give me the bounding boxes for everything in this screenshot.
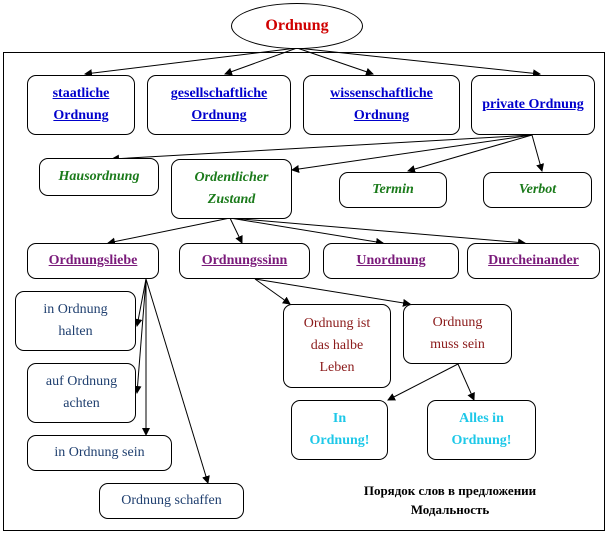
verbot-label: Verbot bbox=[518, 182, 557, 198]
in-ordnung-halten-label: in Ordnung halten bbox=[43, 302, 108, 339]
root-node: Ordnung bbox=[231, 3, 363, 49]
node-halbe-leben: Ordnung ist das halbe Leben bbox=[283, 304, 391, 388]
arrow-zustand-ordnungsliebe bbox=[107, 217, 231, 246]
node-in-ordnung-exclaim: In Ordnung! bbox=[291, 400, 388, 460]
node-hausordnung: Hausordnung bbox=[39, 158, 159, 196]
caption-line-2: Модальность bbox=[410, 501, 490, 517]
ordnungsliebe-link[interactable]: Ordnungsliebe bbox=[48, 253, 138, 269]
hausordnung-label: Hausordnung bbox=[58, 169, 140, 185]
arrow-root-staatliche bbox=[84, 47, 298, 78]
arrow-muss-in bbox=[387, 363, 459, 401]
arrow-zustand-unordnung bbox=[229, 217, 384, 246]
arrow-sinn-halbe bbox=[254, 278, 291, 305]
arrow-liebe-achten bbox=[133, 278, 147, 394]
node-alles-in-ordnung: Alles in Ordnung! bbox=[427, 400, 536, 460]
node-gesellschaftliche-ordnung: gesellschaftliche Ordnung bbox=[147, 75, 291, 135]
arrow-zustand-ordnungssinn bbox=[229, 217, 243, 244]
arrow-private-verbot bbox=[531, 134, 544, 172]
arrow-liebe-schaffen bbox=[145, 278, 210, 484]
ordentlicher-zustand-label: Ordentlicher Zustand bbox=[194, 170, 269, 207]
wissenschaftliche-ordnung-link[interactable]: wissenschaftliche Ordnung bbox=[330, 86, 433, 123]
arrow-muss-alles bbox=[457, 363, 475, 401]
node-in-ordnung-halten: in Ordnung halten bbox=[15, 291, 136, 351]
arrow-root-wissenschaftliche bbox=[296, 47, 374, 76]
staatliche-ordnung-link[interactable]: staatliche Ordnung bbox=[52, 86, 110, 123]
unordnung-link[interactable]: Unordnung bbox=[356, 253, 426, 269]
ordnung-schaffen-label: Ordnung schaffen bbox=[121, 493, 222, 509]
node-staatliche-ordnung: staatliche Ordnung bbox=[27, 75, 135, 135]
node-ordnungsliebe: Ordnungsliebe bbox=[27, 243, 159, 279]
arrow-private-termin bbox=[407, 134, 533, 173]
node-private-ordnung: private Ordnung bbox=[471, 75, 595, 135]
diagram-frame bbox=[3, 52, 605, 531]
node-wissenschaftliche-ordnung: wissenschaftliche Ordnung bbox=[303, 75, 460, 135]
arrow-root-gesellschaftliche bbox=[224, 47, 298, 76]
private-ordnung-link[interactable]: private Ordnung bbox=[482, 97, 584, 113]
ordnungssinn-link[interactable]: Ordnungssinn bbox=[201, 253, 288, 269]
muss-sein-label: Ordnung muss sein bbox=[430, 315, 485, 352]
gesellschaftliche-ordnung-link[interactable]: gesellschaftliche Ordnung bbox=[170, 86, 268, 123]
node-ordnungssinn: Ordnungssinn bbox=[179, 243, 310, 279]
arrow-zustand-durcheinander bbox=[229, 217, 526, 247]
termin-label: Termin bbox=[372, 182, 414, 198]
node-in-ordnung-sein: in Ordnung sein bbox=[27, 435, 172, 471]
arrow-liebe-halten bbox=[134, 278, 147, 327]
arrow-private-zustand bbox=[291, 134, 533, 173]
caption: Порядок слов в предложении Модальность bbox=[330, 482, 570, 520]
arrow-root-private bbox=[296, 47, 541, 78]
node-ordentlicher-zustand: Ordentlicher Zustand bbox=[171, 159, 292, 219]
node-auf-ordnung-achten: auf Ordnung achten bbox=[27, 363, 136, 423]
caption-line-1: Порядок слов в предложении bbox=[363, 483, 537, 498]
node-ordnung-schaffen: Ordnung schaffen bbox=[99, 483, 244, 519]
arrow-sinn-muss bbox=[254, 278, 411, 307]
node-unordnung: Unordnung bbox=[323, 243, 459, 279]
node-termin: Termin bbox=[339, 172, 447, 208]
node-muss-sein: Ordnung muss sein bbox=[403, 304, 512, 364]
alles-in-ordnung-label: Alles in Ordnung! bbox=[451, 411, 512, 448]
arrow-private-hausordnung bbox=[111, 134, 533, 163]
node-durcheinander: Durcheinander bbox=[467, 243, 600, 279]
in-ordnung-exclaim-label: In Ordnung! bbox=[309, 411, 370, 448]
halbe-leben-label: Ordnung ist das halbe Leben bbox=[303, 316, 371, 375]
node-verbot: Verbot bbox=[483, 172, 592, 208]
durcheinander-link[interactable]: Durcheinander bbox=[488, 253, 579, 269]
in-ordnung-sein-label: in Ordnung sein bbox=[54, 445, 145, 461]
auf-ordnung-achten-label: auf Ordnung achten bbox=[45, 374, 118, 411]
root-label: Ordnung bbox=[265, 16, 329, 34]
